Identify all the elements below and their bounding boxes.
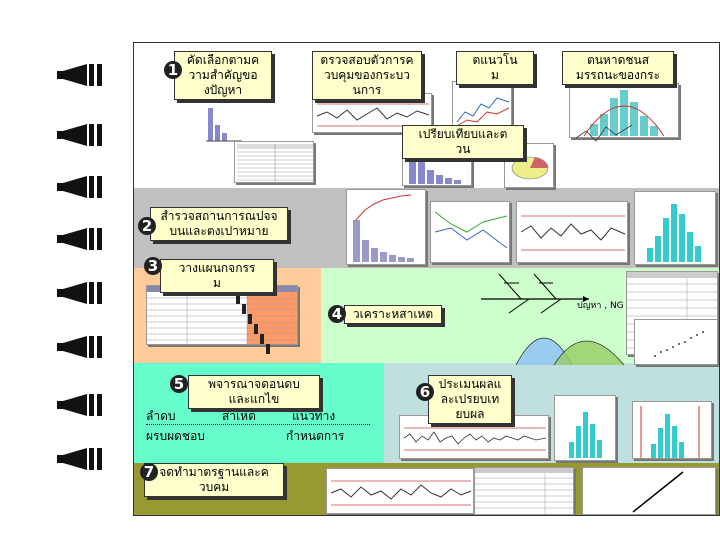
- megaphone-icon: [57, 336, 102, 358]
- distribution-curves: [515, 337, 625, 366]
- megaphone-icon: [57, 228, 102, 250]
- megaphone-icon: [57, 176, 102, 198]
- regression-chart-thumbnail: [582, 467, 716, 515]
- step-1-text: คัดเลือกตามค: [186, 53, 260, 67]
- step-1-sub-label-capability: ตนหาดชนส มรรถนะของกระ: [562, 51, 674, 85]
- step-1-sub-text: มรรถนะของกระ: [575, 68, 661, 82]
- step-1-text: งปัญหา: [203, 83, 243, 97]
- megaphone-icon: [57, 282, 102, 304]
- histogram-thumbnail-4: [632, 401, 712, 459]
- step-1-sub-text: วน: [455, 142, 471, 156]
- step-2-text: สำรวจสถานการณปจจ: [160, 209, 278, 223]
- step-2-label: สำรวจสถานการณปจจ บนและตงเปาหมาย: [150, 207, 288, 241]
- table-cell: กำหนดการ: [286, 429, 345, 443]
- table-divider: [146, 424, 370, 425]
- megaphone-icon: [57, 394, 102, 416]
- pareto-chart-thumbnail: [346, 189, 426, 265]
- step-number-7: 7: [140, 463, 158, 481]
- step-1-sub-text: ตแนวโน: [472, 53, 518, 67]
- step-1-sub-text: ตรวจสอบตัวการค: [320, 53, 414, 67]
- step-number-3: 3: [144, 257, 162, 275]
- xy-chart-thumbnail: [430, 201, 510, 263]
- megaphone-icon: [57, 448, 102, 470]
- step-1-sub-text: นการ: [352, 83, 382, 97]
- step-7-text: จดทำมาตรฐานและค: [159, 465, 269, 479]
- megaphone-icon: [57, 64, 102, 86]
- step-6-text: ประเมนผลแ: [438, 377, 502, 391]
- table-cell: ลำดบ: [146, 409, 176, 423]
- trend-chart-thumbnail: [452, 81, 512, 131]
- megaphone-icon: [57, 124, 102, 146]
- control-chart-thumbnail-2: [516, 201, 628, 263]
- step-6-label: ประเมนผลแ ละเปรยบเท ยบผล: [428, 375, 512, 424]
- process-diagram: ปญหา , NG คัดเลือกตามค วามสำคัญขอ งปัญหา…: [133, 42, 720, 516]
- step-1-text: วามสำคัญขอ: [188, 68, 258, 82]
- fishbone-problem-label: ปญหา , NG: [577, 301, 624, 311]
- line-chart-thumbnail: [574, 113, 634, 148]
- step-4-label: วเคราะหสาเหต: [344, 305, 442, 324]
- standard-table-thumbnail: [474, 467, 574, 515]
- fishbone-diagram: [481, 273, 589, 314]
- step-5-label: พจารณาจดอนดบ และแกไข: [188, 375, 320, 409]
- step-1-sub-label-trend: ตแนวโน ม: [456, 51, 534, 85]
- histogram-thumbnail-3: [554, 395, 616, 461]
- step-5-table: ลำดบ สาเหต แนวทาง ผรบผดชอบ กำหนดการ: [146, 405, 372, 445]
- step-number-4: 4: [328, 305, 346, 323]
- step-6-text: ละเปรยบเท: [440, 392, 500, 406]
- step-1-sub-text: เปรียบเทียบและต: [418, 127, 508, 141]
- table-cell: ผรบผดชอบ: [146, 429, 205, 443]
- step-1-sub-label-compare: เปรียบเทียบและต วน: [402, 125, 524, 159]
- scatter-plot-thumbnail: [634, 319, 718, 365]
- gantt-steps-thumbnail: [234, 288, 274, 358]
- histogram-thumbnail: [569, 83, 679, 138]
- step-1-sub-text: วบคุมของกระบว: [323, 68, 411, 82]
- step-1-sub-text: ตนหาดชนส: [586, 53, 650, 67]
- step-number-5: 5: [170, 375, 188, 393]
- step-number-1: 1: [164, 61, 182, 79]
- table-cell: แนวทาง: [292, 409, 336, 423]
- step-number-6: 6: [416, 383, 434, 401]
- bar-chart-thumbnail: [204, 103, 244, 143]
- control-chart-thumbnail-3: [326, 468, 474, 514]
- step-1-sub-label-control: ตรวจสอบตัวการค วบคุมของกระบว นการ: [312, 51, 422, 100]
- step-3-text: วางแผนกจกรร: [178, 261, 256, 275]
- histogram-thumbnail-2: [634, 191, 716, 265]
- step-3-label: วางแผนกจกรร ม: [160, 259, 274, 293]
- data-table-thumbnail: [234, 141, 314, 183]
- step-1-label: คัดเลือกตามค วามสำคัญขอ งปัญหา: [174, 51, 272, 100]
- step-number-2: 2: [138, 217, 156, 235]
- step-7-label: จดทำมาตรฐานและค วบคม: [144, 463, 284, 497]
- activity-plan-table-thumbnail: [146, 285, 298, 345]
- step-3-text: ม: [213, 276, 221, 290]
- step-5-text: พจารณาจดอนดบ: [208, 377, 300, 391]
- step-7-text: วบคม: [198, 480, 230, 494]
- step-4-text: วเคราะหสาเหต: [352, 307, 434, 321]
- step-5-text: และแกไข: [228, 392, 280, 406]
- step-1-sub-text: ม: [491, 68, 499, 82]
- table-cell: สาเหต: [222, 409, 256, 423]
- step-6-text: ยบผล: [455, 407, 485, 421]
- step-2-text: บนและตงเปาหมาย: [169, 224, 269, 238]
